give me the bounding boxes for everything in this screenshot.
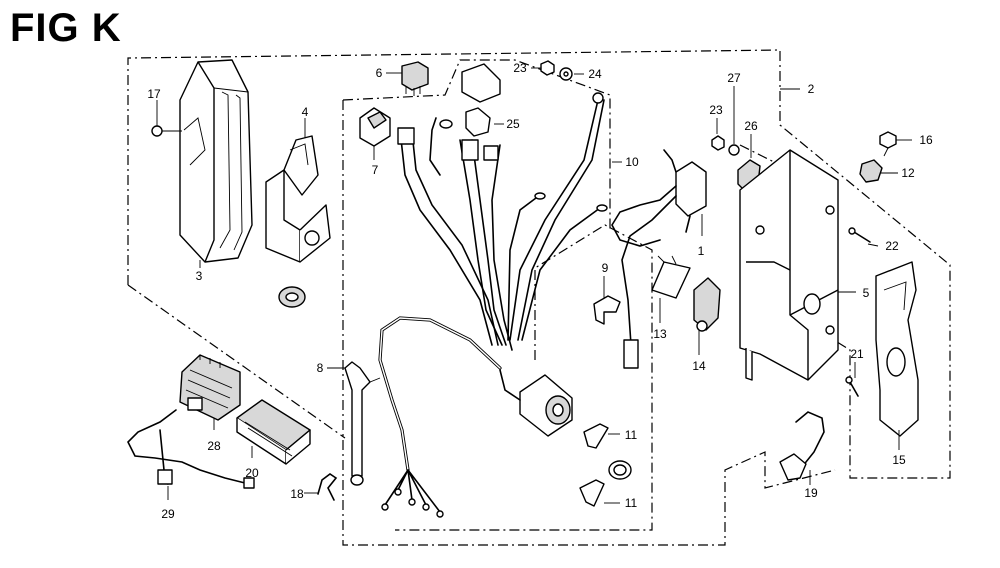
part-12 bbox=[859, 159, 883, 183]
callout-29: 29 bbox=[161, 507, 175, 521]
left-lower-boundary bbox=[127, 284, 346, 439]
connector-7 bbox=[359, 107, 391, 147]
harness-inner-boundary bbox=[395, 224, 653, 531]
callout-24: 24 bbox=[588, 67, 602, 81]
tube-8 bbox=[344, 361, 381, 486]
callout-9: 9 bbox=[602, 261, 609, 275]
clip-11a bbox=[583, 423, 609, 449]
callout-15: 15 bbox=[892, 453, 906, 467]
clip-18 bbox=[317, 473, 338, 501]
harness-boundary bbox=[342, 100, 836, 546]
wire-harness-10 bbox=[397, 92, 608, 351]
callout-3: 3 bbox=[196, 269, 203, 283]
callout-23b: 23 bbox=[709, 103, 723, 117]
callout-14: 14 bbox=[692, 359, 706, 373]
nut-23b bbox=[711, 135, 725, 151]
screw-17 bbox=[151, 125, 182, 137]
control-box-cover bbox=[179, 59, 253, 263]
callout-21: 21 bbox=[850, 347, 864, 361]
callout-17: 17 bbox=[147, 87, 161, 101]
grommet bbox=[278, 286, 306, 308]
clamp-19 bbox=[779, 411, 825, 481]
callout-16: 16 bbox=[919, 133, 933, 147]
switch-1 bbox=[611, 149, 707, 369]
callout-13: 13 bbox=[653, 327, 667, 341]
control-panel-5 bbox=[739, 149, 839, 381]
callout-11b: 11 bbox=[625, 496, 638, 510]
callout-11a: 11 bbox=[625, 428, 638, 442]
assembly-boundaries bbox=[127, 49, 951, 546]
callout-7: 7 bbox=[372, 163, 379, 177]
relay-6 bbox=[401, 61, 429, 96]
callout-28: 28 bbox=[207, 439, 221, 453]
bracket-4 bbox=[265, 135, 331, 263]
callout-4: 4 bbox=[302, 105, 309, 119]
callout-26: 26 bbox=[744, 119, 758, 133]
outer-boundary bbox=[127, 49, 951, 479]
callout-19: 19 bbox=[804, 486, 818, 500]
part-13 bbox=[651, 255, 691, 299]
callout-10: 10 bbox=[625, 155, 639, 169]
fuse-holder bbox=[461, 63, 501, 137]
callout-20: 20 bbox=[245, 466, 259, 480]
callout-22: 22 bbox=[885, 239, 899, 253]
callout-5: 5 bbox=[863, 286, 870, 300]
washer-24 bbox=[559, 67, 573, 81]
wire-29 bbox=[127, 409, 255, 489]
regulator-28 bbox=[179, 354, 241, 421]
callout-6: 6 bbox=[376, 66, 383, 80]
harness-top-boundary bbox=[342, 59, 611, 230]
callout-27: 27 bbox=[727, 71, 741, 85]
harness-bundle bbox=[378, 316, 502, 518]
gasket-15 bbox=[875, 261, 919, 437]
callout-23a: 23 bbox=[513, 61, 527, 75]
figure-title: FIG K bbox=[10, 6, 122, 50]
callout-12: 12 bbox=[901, 166, 915, 180]
ignition-switch bbox=[499, 369, 573, 437]
callout-8: 8 bbox=[317, 361, 324, 375]
screw-21 bbox=[845, 376, 859, 397]
callout-2: 2 bbox=[808, 82, 815, 96]
bolt-16 bbox=[879, 131, 897, 157]
nut-23a bbox=[540, 60, 555, 76]
clip-11b bbox=[579, 479, 605, 507]
callout-18: 18 bbox=[290, 487, 304, 501]
leader-lines bbox=[156, 67, 912, 504]
callout-1: 1 bbox=[698, 244, 705, 258]
o-ring bbox=[608, 460, 632, 480]
callout-labels: 1 2 3 4 5 6 7 8 9 10 11 11 12 13 14 15 1… bbox=[147, 61, 933, 521]
part-14 bbox=[693, 277, 721, 332]
callout-25: 25 bbox=[506, 117, 520, 131]
block-20 bbox=[236, 399, 311, 465]
screw-22 bbox=[848, 227, 871, 243]
clamp-9 bbox=[593, 295, 621, 325]
washer-27 bbox=[728, 144, 740, 156]
